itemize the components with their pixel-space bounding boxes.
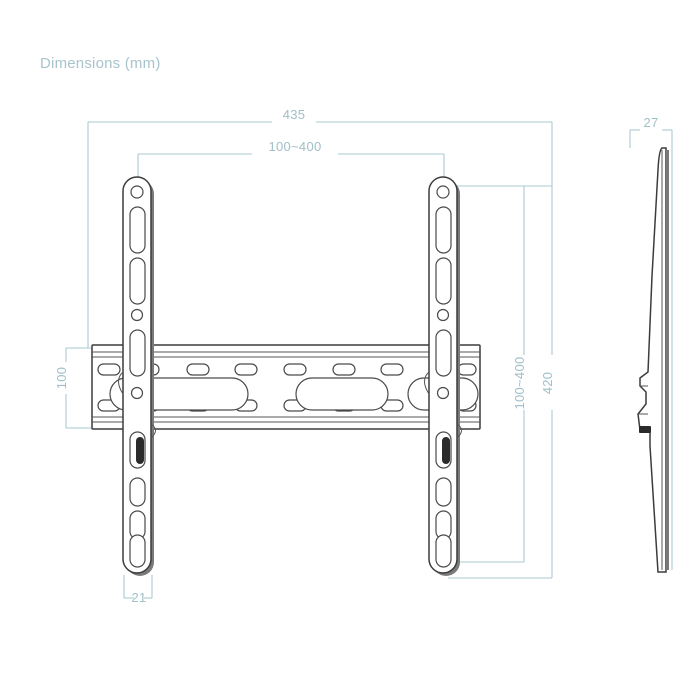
front-view <box>91 176 481 576</box>
dim-label-rail-width: 21 <box>131 590 146 605</box>
dim-label-mount-height: 100~400 <box>512 356 527 409</box>
right-vertical-rail <box>424 176 462 576</box>
dim-label-overall-width: 435 <box>283 107 306 122</box>
page-title: Dimensions (mm) <box>40 55 161 72</box>
dim-label-depth: 27 <box>643 115 658 130</box>
dimension-lines <box>65 121 673 599</box>
dim-label-overall-height: 420 <box>540 372 555 395</box>
left-vertical-rail <box>118 176 156 576</box>
dimension-labels: 435 100~400 100~400 420 100 21 27 <box>54 107 658 605</box>
side-view <box>637 147 669 573</box>
dim-label-mount-width: 100~400 <box>268 139 321 154</box>
dim-label-bar-height: 100 <box>54 367 69 390</box>
